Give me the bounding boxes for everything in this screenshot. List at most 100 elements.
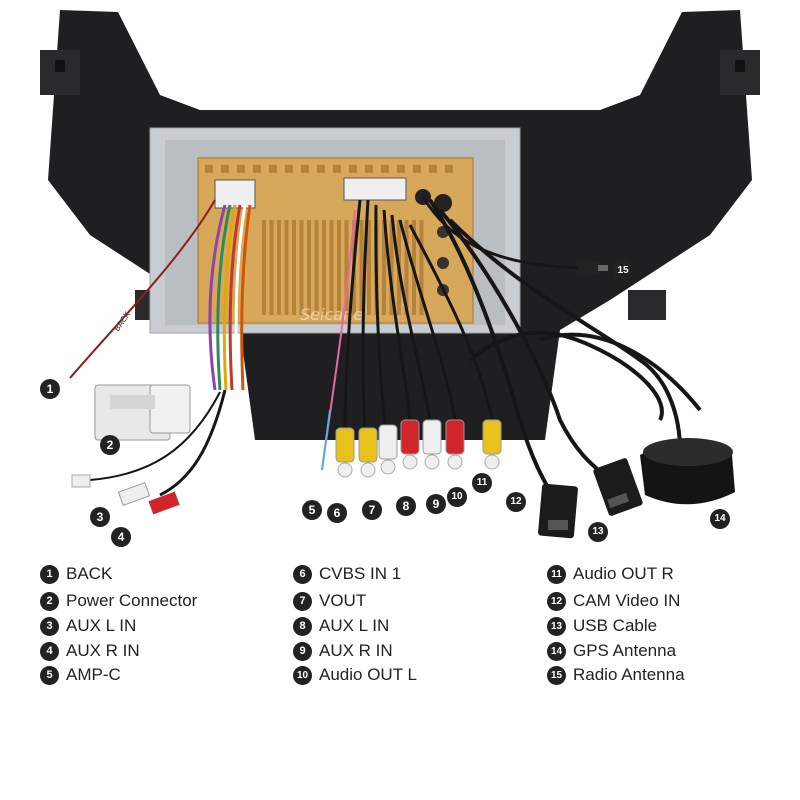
- vent-slot: [322, 220, 326, 315]
- aux-l-rca: [117, 481, 151, 507]
- legend-label: AMP-C: [66, 665, 121, 684]
- vent-slot: [292, 220, 296, 315]
- vent-hole: [317, 165, 325, 173]
- legend-item: 7 VOUT: [293, 590, 366, 612]
- usb-connector-1: [538, 483, 578, 539]
- vent-slot: [262, 220, 266, 315]
- legend-number: 14: [547, 641, 566, 661]
- marker-8: 8: [396, 496, 416, 516]
- legend-item: 14 GPS Antenna: [547, 640, 676, 662]
- vent-slot: [419, 220, 424, 315]
- legend-number: 6: [293, 564, 312, 584]
- marker-13: 13: [588, 522, 608, 542]
- legend-number: 10: [293, 665, 312, 685]
- vent-slot: [389, 220, 394, 315]
- rca-tip: [447, 454, 463, 470]
- aux-l-in-rca: [378, 424, 398, 460]
- legend-number: 13: [547, 616, 566, 636]
- marker-1: 1: [40, 379, 60, 399]
- legend-number: 1: [40, 564, 59, 584]
- legend-number: 8: [293, 616, 312, 636]
- legend-number: 12: [547, 591, 566, 611]
- marker-14: 14: [710, 509, 730, 529]
- marker-4: 4: [111, 527, 131, 547]
- rca-plugs: [335, 419, 502, 478]
- rca-tip: [424, 454, 440, 470]
- head-unit-photo: Seicane BACK: [40, 10, 760, 539]
- mount-tab-right: [720, 50, 760, 95]
- vent-slot: [367, 220, 371, 315]
- vent-hole: [333, 165, 341, 173]
- legend-label: USB Cable: [573, 616, 658, 635]
- legend-label: AUX R IN: [319, 641, 393, 660]
- legend-item: 13 USB Cable: [547, 615, 657, 637]
- vent-hole: [253, 165, 261, 173]
- rca-tip: [402, 454, 418, 470]
- vent-hole: [429, 165, 437, 173]
- audio-out-r-rca: [445, 419, 465, 455]
- aux-r-in-rca: [400, 419, 420, 455]
- marker-9: 9: [426, 494, 446, 514]
- vent-slot: [299, 220, 304, 315]
- legend-item: 3 AUX L IN: [40, 615, 136, 637]
- vent-slot: [329, 220, 334, 315]
- vent-slot: [404, 220, 409, 315]
- marker-7: 7: [362, 500, 382, 520]
- legend-item: 11 Audio OUT R: [547, 563, 674, 585]
- legend-number: 9: [293, 641, 312, 661]
- marker-15: 15: [613, 261, 633, 281]
- marker-2: 2: [100, 435, 120, 455]
- legend-item: 15 Radio Antenna: [547, 664, 685, 686]
- marker-10: 10: [447, 487, 467, 507]
- marker-6: 6: [327, 503, 347, 523]
- legend-label: BACK: [66, 564, 113, 583]
- legend-item: 8 AUX L IN: [293, 615, 389, 637]
- vent-slot: [277, 220, 281, 315]
- audio-out-l-rca: [422, 419, 442, 455]
- back-wire: [69, 199, 216, 379]
- av-cable-bundle: [321, 199, 494, 471]
- rca-tip: [337, 462, 353, 478]
- harness-socket: [214, 179, 256, 209]
- harness-wires: [208, 204, 252, 391]
- legend-item: 1 BACK: [40, 563, 112, 585]
- vent-slot: [344, 220, 349, 315]
- av-socket: [343, 177, 407, 201]
- legend-label: AUX L IN: [319, 616, 390, 635]
- vent-hole: [285, 165, 293, 173]
- vent-hole: [397, 165, 405, 173]
- vout-rca: [358, 427, 378, 463]
- legend-number: 2: [40, 591, 59, 611]
- vent-slot: [359, 220, 364, 315]
- legend-item: 6 CVBS IN 1: [293, 563, 401, 585]
- rca-tip: [360, 462, 376, 478]
- legend-number: 4: [40, 641, 59, 661]
- legend-item: 4 AUX R IN: [40, 640, 140, 662]
- watermark-text: Seicane: [300, 305, 363, 324]
- legend-label: CAM Video IN: [573, 591, 681, 610]
- legend-item: 9 AUX R IN: [293, 640, 393, 662]
- legend-number: 3: [40, 616, 59, 636]
- marker-5: 5: [302, 500, 322, 520]
- vent-hole: [237, 165, 245, 173]
- usb-gps-cables: [428, 198, 702, 501]
- legend-label: AUX L IN: [66, 616, 137, 635]
- vent-hole: [413, 165, 421, 173]
- vent-slot: [382, 220, 386, 315]
- vent-slot: [307, 220, 311, 315]
- vent-hole: [221, 165, 229, 173]
- legend-item: 5 AMP-C: [40, 664, 121, 686]
- legend-number: 7: [293, 591, 312, 611]
- vent-slot: [314, 220, 319, 315]
- legend-item: 12 CAM Video IN: [547, 590, 680, 612]
- legend-item: 2 Power Connector: [40, 590, 197, 612]
- legend-label: GPS Antenna: [573, 641, 677, 660]
- vent-slot: [337, 220, 341, 315]
- vent-hole: [205, 165, 213, 173]
- marker-11: 11: [472, 473, 492, 493]
- mount-tab-left: [40, 50, 80, 95]
- rca-tip: [380, 459, 396, 475]
- legend-label: CVBS IN 1: [319, 564, 402, 583]
- legend-number: 15: [547, 665, 566, 685]
